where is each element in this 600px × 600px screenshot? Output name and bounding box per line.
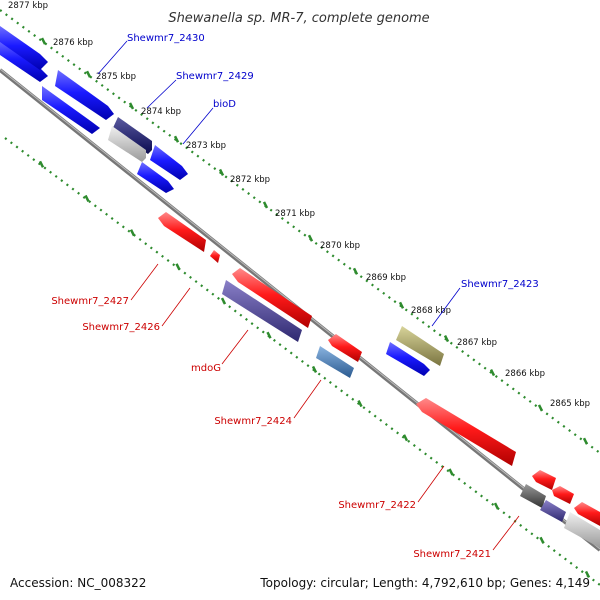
gene-2421-gray-arrow[interactable] bbox=[520, 484, 546, 508]
map-title: Shewanella sp. MR-7, complete genome bbox=[168, 11, 429, 26]
gene-2429-arrow[interactable] bbox=[55, 70, 114, 120]
gene-2428-arrow[interactable] bbox=[42, 86, 100, 134]
ruler-major-tick bbox=[398, 301, 405, 309]
inner-ruler-line bbox=[4, 137, 600, 586]
ruler-major-tick bbox=[493, 502, 500, 510]
accession-text: Accession: NC_008322 bbox=[10, 576, 147, 590]
scale-label: 2877 kbp bbox=[8, 1, 48, 11]
gene-2421-purple-arrow[interactable] bbox=[540, 500, 566, 522]
scale-label: 2865 kbp bbox=[550, 399, 590, 409]
scale-label: 2870 kbp bbox=[320, 241, 360, 251]
ruler-major-tick bbox=[262, 201, 269, 209]
ruler-major-tick bbox=[448, 468, 454, 476]
ruler-major-tick bbox=[537, 404, 544, 412]
label-shewmr7-2421[interactable]: Shewmr7_2421 bbox=[413, 549, 491, 560]
gene-biod-navy-arrow[interactable] bbox=[112, 117, 152, 154]
scale-label: 2869 kbp bbox=[366, 273, 406, 283]
label-shewmr7-2429[interactable]: Shewmr7_2429 bbox=[176, 71, 254, 82]
ruler-major-tick bbox=[489, 368, 496, 377]
scale-label: 2866 kbp bbox=[505, 369, 545, 379]
gene-2422-arrow[interactable] bbox=[416, 398, 516, 466]
reverse-genes bbox=[158, 212, 600, 548]
scale-label: 2871 kbp bbox=[275, 209, 315, 219]
scale-label: 2875 kbp bbox=[96, 72, 136, 82]
scale-label: 2873 kbp bbox=[186, 141, 226, 151]
ruler-major-tick bbox=[307, 234, 314, 242]
gene-2431-arrow[interactable] bbox=[0, 26, 48, 70]
label-shewmr7-2424[interactable]: Shewmr7_2424 bbox=[214, 416, 292, 427]
gene-2421b-red-arrow[interactable] bbox=[552, 486, 574, 504]
label-shewmr7-2423[interactable]: Shewmr7_2423 bbox=[461, 279, 539, 290]
ruler-major-tick bbox=[85, 70, 92, 78]
ruler-major-tick bbox=[38, 160, 45, 168]
reverse-leaders bbox=[130, 263, 520, 551]
gene-2421c-red-arrow[interactable] bbox=[574, 502, 600, 526]
forward-leaders bbox=[97, 40, 461, 327]
ruler-major-tick bbox=[129, 229, 136, 237]
gene-mdog-purple-arrow[interactable] bbox=[222, 280, 302, 342]
ruler-major-tick bbox=[218, 168, 225, 176]
ruler-major-tick bbox=[443, 334, 450, 343]
ruler-ticks bbox=[38, 37, 591, 579]
gene-2420-silver-arrow[interactable] bbox=[564, 512, 600, 548]
gene-2423-arrow[interactable] bbox=[386, 342, 430, 376]
ruler-major-tick bbox=[40, 37, 47, 45]
gene-biod-arrow[interactable] bbox=[150, 145, 188, 180]
scale-label: 2876 kbp bbox=[53, 38, 93, 48]
gene-mdog-arrow[interactable] bbox=[232, 268, 312, 328]
ruler-major-tick bbox=[402, 434, 409, 442]
scale-label: 2872 kbp bbox=[230, 175, 270, 185]
gene-2421-red-arrow[interactable] bbox=[532, 470, 556, 490]
gene-2430-arrow[interactable] bbox=[0, 40, 48, 82]
ruler-major-tick bbox=[128, 102, 135, 110]
forward-genes bbox=[0, 26, 444, 376]
outer-ruler-line bbox=[0, 9, 600, 454]
scale-labels: 2877 kbp 2876 kbp 2875 kbp 2874 kbp 2873 kbp… bbox=[8, 1, 590, 409]
ruler-major-tick bbox=[220, 297, 227, 305]
gene-2424-red-arrow[interactable] bbox=[328, 334, 362, 362]
gene-silver-arrow[interactable] bbox=[108, 126, 146, 162]
gene-2426-arrow[interactable] bbox=[210, 250, 220, 263]
label-biod[interactable]: bioD bbox=[213, 99, 236, 110]
ruler-major-tick bbox=[311, 365, 318, 373]
gene-2427-arrow[interactable] bbox=[158, 212, 206, 252]
gene-2426b-arrow[interactable] bbox=[137, 162, 174, 193]
ruler-major-tick bbox=[84, 194, 90, 203]
ruler-major-tick bbox=[352, 267, 359, 275]
ruler-major-tick bbox=[175, 263, 181, 271]
ruler-major-tick bbox=[539, 536, 545, 544]
scale-label: 2867 kbp bbox=[457, 338, 497, 348]
ruler-major-tick bbox=[173, 135, 180, 143]
label-mdog[interactable]: mdoG bbox=[191, 363, 221, 374]
scale-label: 2868 kbp bbox=[411, 306, 451, 316]
ruler-major-tick bbox=[266, 331, 272, 339]
gene-2424-steel-arrow[interactable] bbox=[316, 346, 354, 378]
ruler-major-tick bbox=[357, 400, 363, 408]
label-shewmr7-2427[interactable]: Shewmr7_2427 bbox=[51, 296, 129, 307]
label-shewmr7-2430[interactable]: Shewmr7_2430 bbox=[127, 33, 205, 44]
gene-2423-olive-arrow[interactable] bbox=[396, 326, 444, 366]
ruler-major-tick bbox=[584, 570, 591, 579]
label-shewmr7-2422[interactable]: Shewmr7_2422 bbox=[338, 500, 416, 511]
scale-label: 2874 kbp bbox=[141, 107, 181, 117]
label-shewmr7-2426[interactable]: Shewmr7_2426 bbox=[82, 322, 160, 333]
genome-summary-text: Topology: circular; Length: 4,792,610 bp… bbox=[260, 576, 590, 590]
ruler-major-tick bbox=[582, 437, 589, 445]
